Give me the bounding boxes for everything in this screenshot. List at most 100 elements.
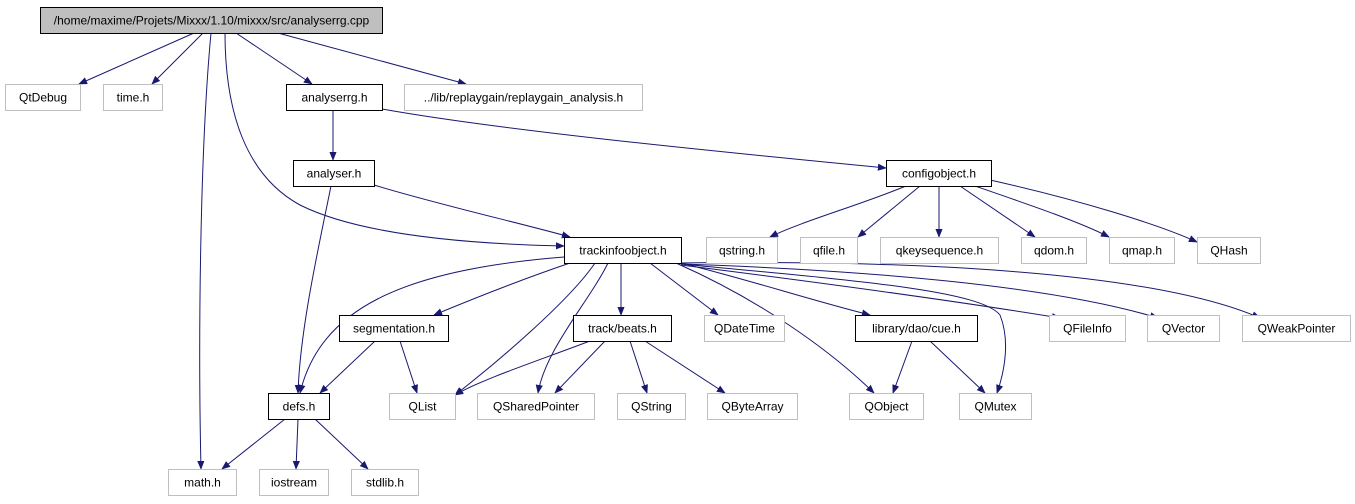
edge-trackinfoobject-h-to-segmentation-h	[433, 262, 571, 316]
node-replaygain[interactable]: ../lib/replaygain/replaygain_analysis.h	[404, 84, 643, 111]
edge-configobject-h-to-qstring-h	[769, 185, 907, 238]
node-box	[5, 84, 81, 111]
node-qweakpointer[interactable]: QWeakPointer	[1242, 315, 1351, 342]
node-box	[617, 393, 686, 420]
node-qstring[interactable]: QString	[617, 393, 686, 420]
node-cue-h[interactable]: library/dao/cue.h	[855, 315, 978, 342]
node-configobject-h[interactable]: configobject.h	[886, 160, 992, 187]
edge-cue-h-to-qmutex	[929, 340, 986, 394]
edge-root-to-replaygain	[277, 32, 467, 86]
node-box	[168, 469, 237, 496]
node-trackinfoobject-h[interactable]: trackinfoobject.h	[564, 237, 682, 264]
node-box	[259, 469, 329, 496]
node-time[interactable]: time.h	[103, 84, 163, 111]
node-box	[1109, 237, 1175, 264]
node-qsharedpointer[interactable]: QSharedPointer	[477, 393, 595, 420]
node-qhash[interactable]: QHash	[1197, 237, 1261, 264]
edges-layer	[78, 32, 1261, 470]
node-label: configobject.h	[902, 167, 976, 181]
node-qmap-h[interactable]: qmap.h	[1109, 237, 1175, 264]
node-box	[286, 84, 383, 111]
node-label: QWeakPointer	[1258, 322, 1336, 336]
edge-configobject-h-to-qdom-h	[959, 185, 1036, 238]
node-qstring-h[interactable]: qstring.h	[706, 237, 778, 264]
node-qfile-h[interactable]: qfile.h	[800, 237, 858, 264]
node-label: QDateTime	[714, 322, 775, 336]
node-stdlib-h[interactable]: stdlib.h	[351, 469, 419, 496]
node-beats-h[interactable]: track/beats.h	[573, 315, 672, 342]
edge-trackinfoobject-h-to-qvector	[680, 263, 1159, 320]
edge-configobject-h-to-qhash	[989, 179, 1198, 243]
node-analyser-h[interactable]: analyser.h	[293, 160, 375, 187]
node-label: analyserrg.h	[301, 91, 367, 105]
node-box	[40, 7, 383, 34]
node-label: qkeysequence.h	[896, 244, 983, 258]
node-label: QVector	[1162, 322, 1205, 336]
edge-configobject-h-to-qfile-h	[857, 185, 921, 238]
node-label: library/dao/cue.h	[872, 322, 961, 336]
node-math-h[interactable]: math.h	[168, 469, 237, 496]
node-box	[855, 315, 978, 342]
node-qvector[interactable]: QVector	[1147, 315, 1220, 342]
edge-trackinfoobject-h-to-qsharedpointer	[535, 262, 609, 394]
node-label: qmap.h	[1122, 244, 1162, 258]
node-box	[1197, 237, 1261, 264]
edge-trackinfoobject-h-to-defs-h	[298, 256, 565, 394]
node-qobject[interactable]: QObject	[849, 393, 924, 420]
node-label: QSharedPointer	[493, 400, 579, 414]
node-root[interactable]: /home/maxime/Projets/Mixxx/1.10/mixxx/sr…	[40, 7, 383, 34]
node-label: ../lib/replaygain/replaygain_analysis.h	[424, 91, 623, 105]
node-iostream[interactable]: iostream	[259, 469, 329, 496]
node-box	[880, 237, 999, 264]
node-qdom-h[interactable]: qdom.h	[1021, 237, 1087, 264]
node-qfileinfo[interactable]: QFileInfo	[1049, 315, 1126, 342]
node-box	[1021, 237, 1087, 264]
edge-configobject-h-to-qmap-h	[974, 185, 1110, 238]
node-box	[704, 315, 785, 342]
edge-root-to-math-h	[197, 32, 212, 470]
edge-defs-h-to-stdlib-h	[314, 418, 369, 470]
node-label: trackinfoobject.h	[579, 244, 666, 258]
node-qmutex[interactable]: QMutex	[959, 393, 1032, 420]
node-qtdebug[interactable]: QtDebug	[5, 84, 81, 111]
node-box	[1049, 315, 1126, 342]
node-box	[268, 393, 330, 420]
node-qkeysequence-h[interactable]: qkeysequence.h	[880, 237, 999, 264]
edge-root-to-qtdebug	[78, 32, 195, 85]
nodes-layer: /home/maxime/Projets/Mixxx/1.10/mixxx/sr…	[5, 7, 1351, 496]
edge-analyser-h-to-trackinfoobject-h	[373, 184, 571, 239]
node-segmentation-h[interactable]: segmentation.h	[339, 315, 449, 342]
node-defs-h[interactable]: defs.h	[268, 393, 330, 420]
edge-trackinfoobject-h-to-cue-h	[680, 262, 871, 317]
node-box	[959, 393, 1032, 420]
node-label: qdom.h	[1034, 244, 1074, 258]
node-box	[103, 84, 163, 111]
node-box	[564, 237, 682, 264]
edge-beats-h-to-qstring	[629, 340, 648, 394]
edge-analyser-h-to-defs-h	[294, 185, 332, 394]
edge-trackinfoobject-h-to-qweakpointer	[680, 262, 1261, 319]
node-qlist[interactable]: QList	[389, 393, 456, 420]
node-box	[477, 393, 595, 420]
node-label: time.h	[117, 91, 150, 105]
node-label: /home/maxime/Projets/Mixxx/1.10/mixxx/sr…	[54, 14, 370, 28]
node-analyserrg-h[interactable]: analyserrg.h	[286, 84, 383, 111]
edge-trackinfoobject-h-to-qdatetime	[649, 262, 719, 316]
edge-root-to-analyserrg-h	[235, 32, 313, 85]
edge-segmentation-h-to-defs-h	[319, 340, 376, 394]
node-qdatetime[interactable]: QDateTime	[704, 315, 785, 342]
edge-beats-h-to-qbytearray	[644, 340, 726, 394]
node-box	[351, 469, 419, 496]
node-label: QByteArray	[721, 400, 783, 414]
edge-beats-h-to-qsharedpointer	[554, 340, 606, 394]
node-label: QMutex	[974, 400, 1016, 414]
edge-cue-h-to-qobject	[892, 340, 913, 394]
node-qbytearray[interactable]: QByteArray	[707, 393, 798, 420]
node-label: QtDebug	[19, 91, 67, 105]
node-label: iostream	[271, 476, 317, 490]
node-label: math.h	[184, 476, 221, 490]
node-box	[886, 160, 992, 187]
edge-trackinfoobject-h-to-qfileinfo	[680, 264, 1061, 321]
node-label: analyser.h	[307, 167, 362, 181]
